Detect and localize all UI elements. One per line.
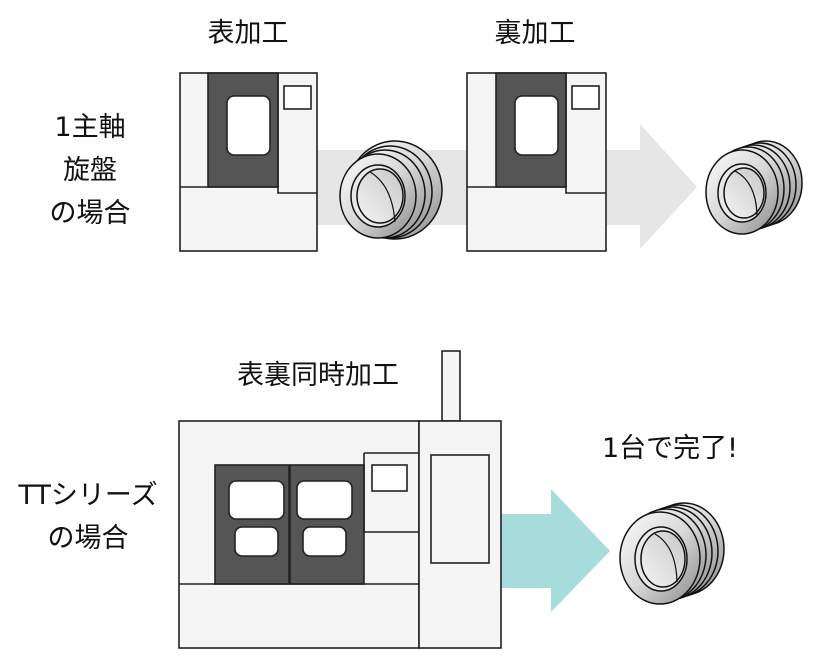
top-row-side-label: 1主軸 旋盤 の場合 <box>50 112 131 229</box>
side-label-line: の場合 <box>50 198 131 229</box>
workpiece-ring-icon <box>705 140 803 235</box>
side-label-line: 1主軸 <box>54 112 125 143</box>
workpiece-ring-icon <box>339 140 443 240</box>
side-label-line: の場合 <box>48 523 129 554</box>
result-label: 1台で完了! <box>602 433 738 464</box>
step1-label: 表加工 <box>208 18 289 49</box>
workpiece-ring-icon <box>619 502 725 605</box>
step2-label: 裏加工 <box>495 18 576 49</box>
twin-spindle-machine-icon <box>178 350 502 649</box>
machine-label: 表裏同時加工 <box>237 360 399 391</box>
lathe-machine-icon <box>179 72 318 252</box>
arrow-right-icon <box>501 489 610 612</box>
side-label-line: 旋盤 <box>63 155 117 186</box>
bottom-row-side-label: TTシリーズ の場合 <box>17 480 157 554</box>
side-label-line: TTシリーズ <box>17 480 157 511</box>
lathe-machine-icon <box>466 72 607 252</box>
